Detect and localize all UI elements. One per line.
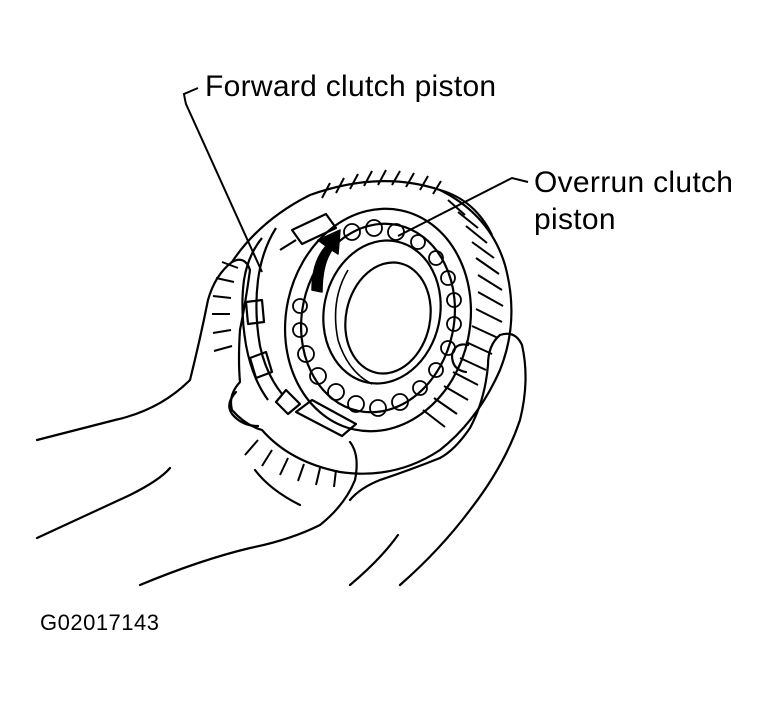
left-hand	[35, 258, 358, 587]
gear-teeth-left	[212, 261, 337, 488]
leader-lines	[182, 87, 529, 273]
overrun-piston-leader	[397, 176, 529, 237]
forward-piston-shell	[241, 212, 358, 438]
right-hand	[348, 332, 527, 587]
spring-holes	[292, 219, 462, 417]
inner-bore	[322, 239, 442, 385]
figure-id: G02017143	[40, 610, 160, 635]
gear-teeth-top	[321, 169, 442, 199]
overrun-clutch-piston-label-line2: piston	[534, 203, 616, 236]
forward-piston-leader	[182, 87, 263, 273]
gear-drum	[231, 180, 513, 475]
rotation-arrow-icon	[311, 229, 341, 293]
overrun-clutch-piston-label-line1: Overrun clutch	[534, 166, 734, 199]
forward-clutch-piston-label: Forward clutch piston	[205, 70, 497, 103]
gear-teeth-right	[422, 199, 504, 428]
